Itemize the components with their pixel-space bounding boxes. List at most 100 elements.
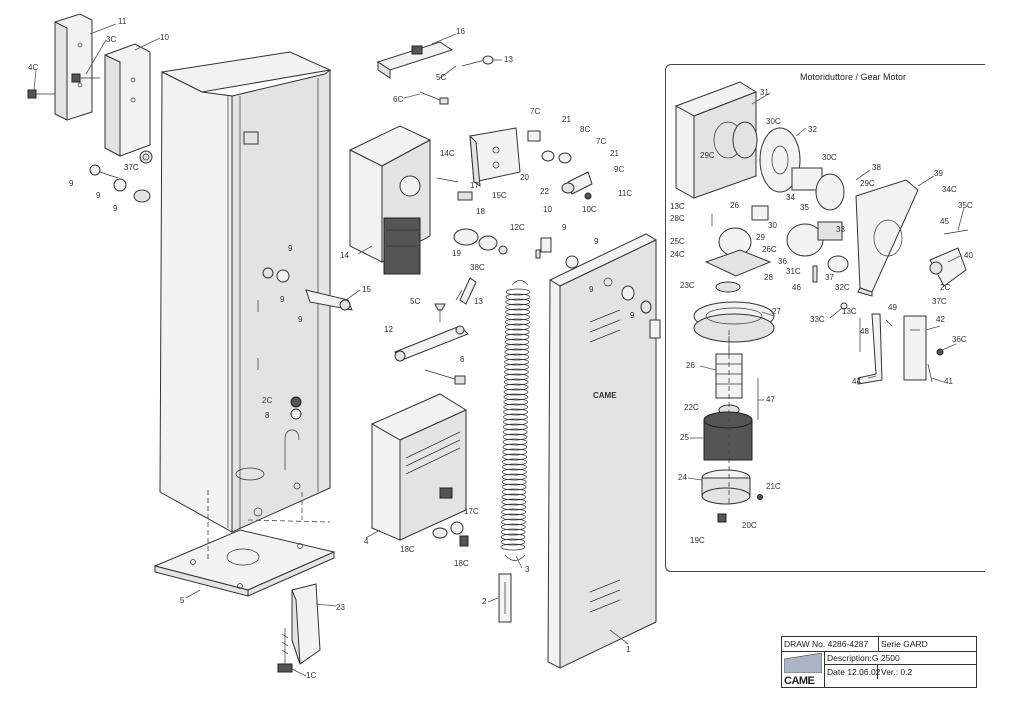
label-8C: 8C bbox=[580, 125, 590, 134]
label-7C-b: 7C bbox=[596, 137, 606, 146]
leader-lines bbox=[33, 23, 965, 677]
gm-label-31C: 31C bbox=[786, 267, 801, 276]
screws-33C-13C bbox=[829, 302, 893, 327]
spring-coil bbox=[504, 358, 529, 366]
gm-label-13C: 13C bbox=[670, 202, 685, 211]
gm-label-30C-b: 30C bbox=[822, 153, 837, 162]
spring-coil bbox=[503, 373, 529, 381]
bracket-20 bbox=[469, 127, 521, 187]
description: Description:G 2500 bbox=[827, 653, 900, 663]
spring-coil bbox=[504, 368, 529, 376]
spring-coil bbox=[500, 533, 526, 541]
gm-label-29: 29 bbox=[756, 233, 765, 242]
gm-label-30: 30 bbox=[768, 221, 777, 230]
label-15C: 15C bbox=[492, 191, 507, 200]
label-14C: 14C bbox=[440, 149, 455, 158]
gm-label-32: 32 bbox=[808, 125, 817, 134]
spring-coil bbox=[503, 378, 529, 386]
spring-coil bbox=[504, 363, 529, 371]
label-18: 18 bbox=[476, 207, 485, 216]
label-6: 6 bbox=[460, 355, 465, 364]
label-13b: 13 bbox=[474, 297, 483, 306]
lever-15 bbox=[262, 267, 353, 311]
spring-coil bbox=[505, 308, 530, 316]
came-logo: CAME bbox=[782, 651, 825, 687]
label-4: 4 bbox=[364, 537, 369, 546]
gm-label-19C: 19C bbox=[690, 536, 705, 545]
gm-label-2C: 2C bbox=[940, 283, 950, 292]
bolt-4C bbox=[27, 89, 55, 99]
label-2C: 2C bbox=[262, 396, 272, 405]
spring-coil bbox=[501, 518, 526, 526]
cover-panel-1 bbox=[547, 233, 658, 669]
gm-label-24C: 24C bbox=[670, 250, 685, 259]
stator-25 bbox=[703, 411, 753, 461]
worm-gear-32 bbox=[732, 121, 845, 211]
spring-coil bbox=[501, 498, 527, 506]
label-18C-b: 18C bbox=[454, 559, 469, 568]
spring-coil bbox=[504, 353, 530, 361]
divider bbox=[877, 665, 878, 679]
gm-label-13C-b: 13C bbox=[842, 307, 857, 316]
gm-label-36: 36 bbox=[778, 257, 787, 266]
spring-coil bbox=[501, 513, 526, 521]
gm-label-38: 38 bbox=[872, 163, 881, 172]
gm-label-20C: 20C bbox=[742, 521, 757, 530]
date: Date 12.06.02 bbox=[827, 667, 881, 677]
spring-coil bbox=[502, 468, 527, 476]
label-5C: 5C bbox=[436, 73, 446, 82]
label-9g: 9 bbox=[630, 311, 635, 320]
gm-label-48: 48 bbox=[860, 327, 869, 336]
pinion-33 bbox=[751, 205, 849, 283]
spring-coil bbox=[504, 348, 530, 356]
base-plate-5 bbox=[153, 529, 336, 597]
label-17C: 17C bbox=[464, 507, 479, 516]
gm-label-35: 35 bbox=[800, 203, 809, 212]
spring-coil bbox=[502, 463, 527, 471]
label-17: 17 bbox=[470, 181, 479, 190]
version: Ver.: 0.2 bbox=[881, 667, 913, 677]
label-18C: 18C bbox=[400, 545, 415, 554]
limit-switch-42 bbox=[857, 313, 944, 385]
spring-coil bbox=[502, 428, 528, 436]
screw-6C bbox=[419, 91, 449, 105]
spring-coil bbox=[502, 458, 527, 466]
label-15: 15 bbox=[362, 285, 371, 294]
gm-label-45: 45 bbox=[940, 217, 949, 226]
screw-6 bbox=[424, 369, 466, 385]
label-10: 10 bbox=[160, 33, 169, 42]
label-19: 19 bbox=[452, 249, 461, 258]
label-10C: 10C bbox=[582, 205, 597, 214]
spring-coil bbox=[504, 343, 530, 351]
title-block-row-date: Date 12.06.02 Ver.: 0.2 bbox=[825, 665, 976, 679]
spring-coil bbox=[502, 453, 528, 461]
gm-label-49: 49 bbox=[888, 303, 897, 312]
gm-label-26-b: 26 bbox=[730, 201, 739, 210]
gm-label-37C: 37C bbox=[932, 297, 947, 306]
gm-label-41: 41 bbox=[944, 377, 953, 386]
spring-coil bbox=[500, 543, 526, 551]
label-9i: 9 bbox=[280, 295, 285, 304]
gear-motor-labels: 31 30C 32 29C 13C 28C 30C 33 34 38 29C 3… bbox=[670, 88, 973, 545]
label-13: 13 bbox=[504, 55, 513, 64]
label-21a: 21 bbox=[562, 115, 571, 124]
spring-coil bbox=[505, 303, 531, 311]
label-1: 1 bbox=[626, 645, 631, 654]
label-9c: 9 bbox=[113, 204, 118, 213]
lock-assembly bbox=[621, 285, 661, 339]
base-24 bbox=[701, 469, 763, 523]
limit-plate-10 bbox=[535, 237, 579, 269]
label-12C: 12C bbox=[510, 223, 525, 232]
spring-coil bbox=[500, 538, 526, 546]
title-block-row-description: Description:G 2500 bbox=[825, 651, 976, 665]
label-3: 3 bbox=[525, 565, 530, 574]
label-9C: 9C bbox=[614, 165, 624, 174]
label-4C: 4C bbox=[28, 63, 38, 72]
draw-number: DRAW No. 4286-4287 bbox=[784, 639, 869, 649]
label-8: 8 bbox=[265, 411, 270, 420]
label-3C: 3C bbox=[106, 35, 116, 44]
spring-coil bbox=[500, 528, 526, 536]
label-20: 20 bbox=[520, 173, 529, 182]
label-9h: 9 bbox=[288, 244, 293, 253]
label-10b: 10 bbox=[543, 205, 552, 214]
